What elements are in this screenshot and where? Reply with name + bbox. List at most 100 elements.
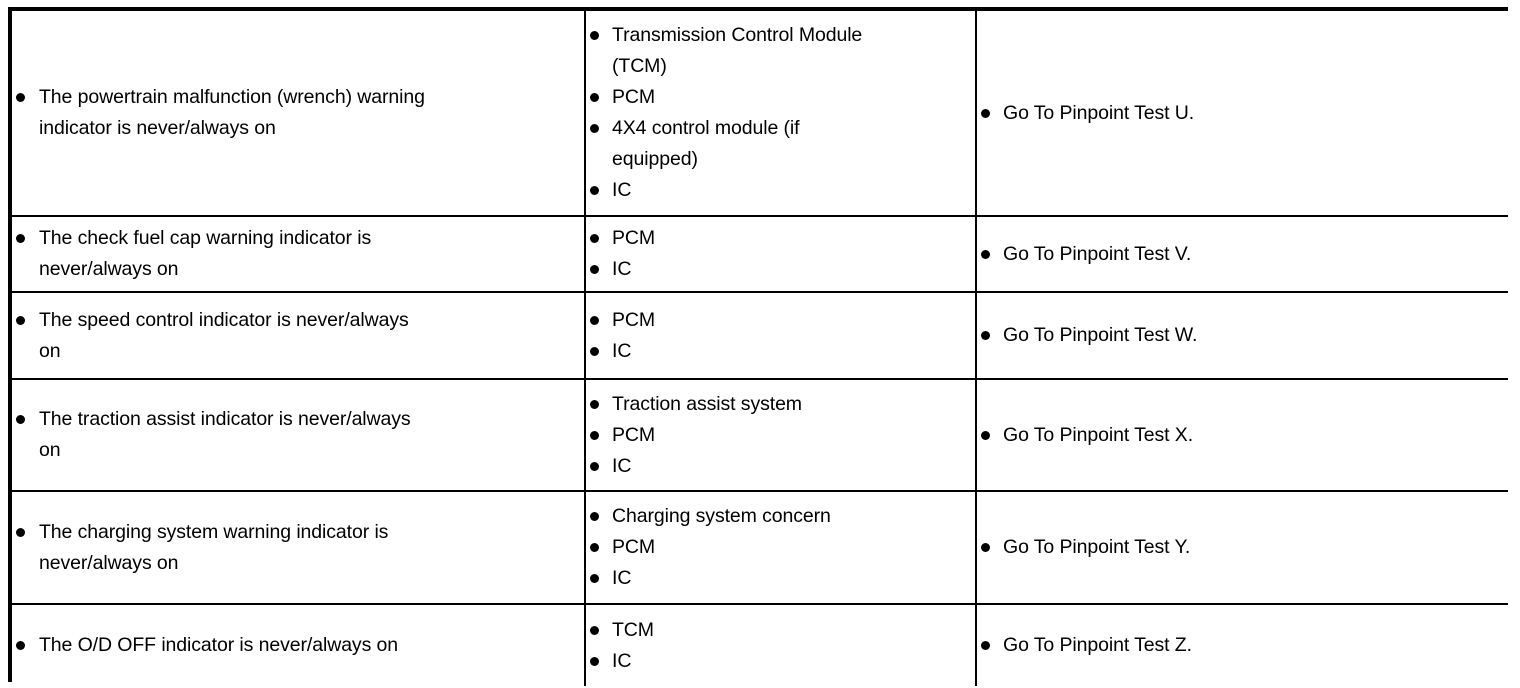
- cell-source: PCM IC: [585, 216, 977, 293]
- action-list: Go To Pinpoint Test X.: [977, 420, 1508, 451]
- list-item: TCM: [586, 615, 975, 646]
- bullet-icon: [16, 315, 25, 325]
- list-item: Go To Pinpoint Test W.: [977, 320, 1508, 351]
- bullet-icon: [16, 415, 25, 424]
- symptom-text: The traction assist indicator is never/a…: [39, 408, 411, 461]
- bullet-icon: [981, 430, 990, 440]
- list-item: Transmission Control Module (TCM): [586, 20, 975, 82]
- table-body: The powertrain malfunction (wrench) warn…: [12, 11, 1508, 686]
- bullet-icon: [590, 656, 599, 666]
- bullet-icon: [981, 249, 990, 259]
- list-item: PCM: [586, 532, 975, 563]
- bullet-icon: [590, 234, 599, 243]
- list-item: Go To Pinpoint Test V.: [977, 239, 1508, 270]
- table-grid: The powertrain malfunction (wrench) warn…: [12, 11, 1508, 686]
- bullet-icon: [590, 543, 599, 552]
- bullet-icon: [16, 527, 25, 537]
- cell-symptom: The charging system warning indicator is…: [12, 491, 586, 605]
- table-row: The check fuel cap warning indicator is …: [12, 216, 1508, 293]
- list-item: Go To Pinpoint Test X.: [977, 420, 1508, 451]
- symptom-text: The charging system warning indicator is…: [39, 520, 389, 574]
- action-list: Go To Pinpoint Test V.: [977, 239, 1508, 270]
- cell-action: Go To Pinpoint Test X.: [976, 379, 1508, 492]
- bullet-icon: [590, 186, 599, 195]
- symptom-list: The check fuel cap warning indicator is …: [12, 223, 584, 285]
- cell-source: Transmission Control Module (TCM)PCM 4X4 …: [585, 11, 977, 217]
- bullet-icon: [16, 641, 25, 650]
- table-row: The charging system warning indicator is…: [12, 491, 1508, 605]
- bullet-icon: [981, 543, 990, 552]
- bullet-icon: [590, 265, 599, 274]
- cell-action: Go To Pinpoint Test W.: [976, 292, 1508, 380]
- bullet-icon: [981, 331, 990, 340]
- list-item: PCM: [586, 82, 975, 113]
- source-text: PCM: [612, 308, 656, 331]
- list-item: IC: [586, 336, 975, 367]
- list-item: PCM: [586, 223, 975, 254]
- cell-source: PCM IC: [585, 292, 977, 380]
- list-item: 4X4 control module (if equipped): [586, 113, 975, 175]
- table-row: The traction assist indicator is never/a…: [12, 379, 1508, 492]
- source-text: PCM: [612, 536, 656, 558]
- list-item: IC: [586, 451, 975, 482]
- list-item: IC: [586, 175, 975, 206]
- source-text: IC: [612, 567, 632, 589]
- source-text: IC: [612, 454, 632, 477]
- symptom-list: The speed control indicator is never/alw…: [12, 305, 584, 367]
- symptom-text: The O/D OFF indicator is never/always on: [39, 634, 399, 656]
- cell-symptom: The check fuel cap warning indicator is …: [12, 216, 586, 293]
- source-text: TCM: [612, 618, 654, 641]
- bullet-icon: [590, 461, 599, 471]
- source-text: 4X4 control module (if equipped): [612, 117, 800, 170]
- action-text: Go To Pinpoint Test U.: [1003, 101, 1195, 124]
- cell-symptom: The O/D OFF indicator is never/always on: [12, 604, 586, 686]
- list-item: The powertrain malfunction (wrench) warn…: [12, 82, 584, 144]
- cell-action: Go To Pinpoint Test Y.: [976, 491, 1508, 605]
- cell-action: Go To Pinpoint Test Z.: [976, 604, 1508, 686]
- source-list: PCM IC: [586, 305, 975, 367]
- symptom-list: The traction assist indicator is never/a…: [12, 404, 584, 466]
- bullet-icon: [16, 93, 25, 102]
- list-item: Go To Pinpoint Test Z.: [977, 630, 1508, 661]
- list-item: IC: [586, 646, 975, 677]
- bullet-icon: [590, 124, 599, 133]
- source-text: PCM: [612, 423, 656, 446]
- action-text: Go To Pinpoint Test V.: [1003, 242, 1192, 265]
- action-text: Go To Pinpoint Test X.: [1003, 423, 1194, 446]
- bullet-icon: [590, 346, 599, 356]
- table-row: The powertrain malfunction (wrench) warn…: [12, 11, 1508, 217]
- bullet-icon: [590, 31, 599, 40]
- source-text: IC: [612, 179, 632, 201]
- bullet-icon: [981, 108, 990, 118]
- action-text: Go To Pinpoint Test Y.: [1003, 536, 1191, 558]
- list-item: IC: [586, 563, 975, 594]
- cell-symptom: The powertrain malfunction (wrench) warn…: [12, 11, 586, 217]
- cell-symptom: The speed control indicator is never/alw…: [12, 292, 586, 380]
- list-item: IC: [586, 254, 975, 285]
- source-text: IC: [612, 649, 632, 672]
- bullet-icon: [590, 399, 599, 409]
- list-item: The traction assist indicator is never/a…: [12, 404, 584, 466]
- symptom-text: The speed control indicator is never/alw…: [39, 308, 409, 362]
- symptom-list: The powertrain malfunction (wrench) warn…: [12, 82, 584, 144]
- list-item: The speed control indicator is never/alw…: [12, 305, 584, 367]
- list-item: The O/D OFF indicator is never/always on: [12, 630, 584, 661]
- symptom-text: The powertrain malfunction (wrench) warn…: [39, 86, 425, 139]
- list-item: Go To Pinpoint Test Y.: [977, 532, 1508, 563]
- source-text: IC: [612, 258, 632, 280]
- cell-source: TCM IC: [585, 604, 977, 686]
- symptom-text: The check fuel cap warning indicator is …: [39, 227, 372, 280]
- bullet-icon: [590, 574, 599, 583]
- list-item: Go To Pinpoint Test U.: [977, 98, 1508, 129]
- table-row: The O/D OFF indicator is never/always on…: [12, 604, 1508, 686]
- source-text: PCM: [612, 227, 656, 249]
- action-list: Go To Pinpoint Test U.: [977, 98, 1508, 129]
- list-item: The charging system warning indicator is…: [12, 517, 584, 579]
- symptom-list: The O/D OFF indicator is never/always on: [12, 630, 584, 661]
- bullet-icon: [590, 315, 599, 325]
- cell-action: Go To Pinpoint Test V.: [976, 216, 1508, 293]
